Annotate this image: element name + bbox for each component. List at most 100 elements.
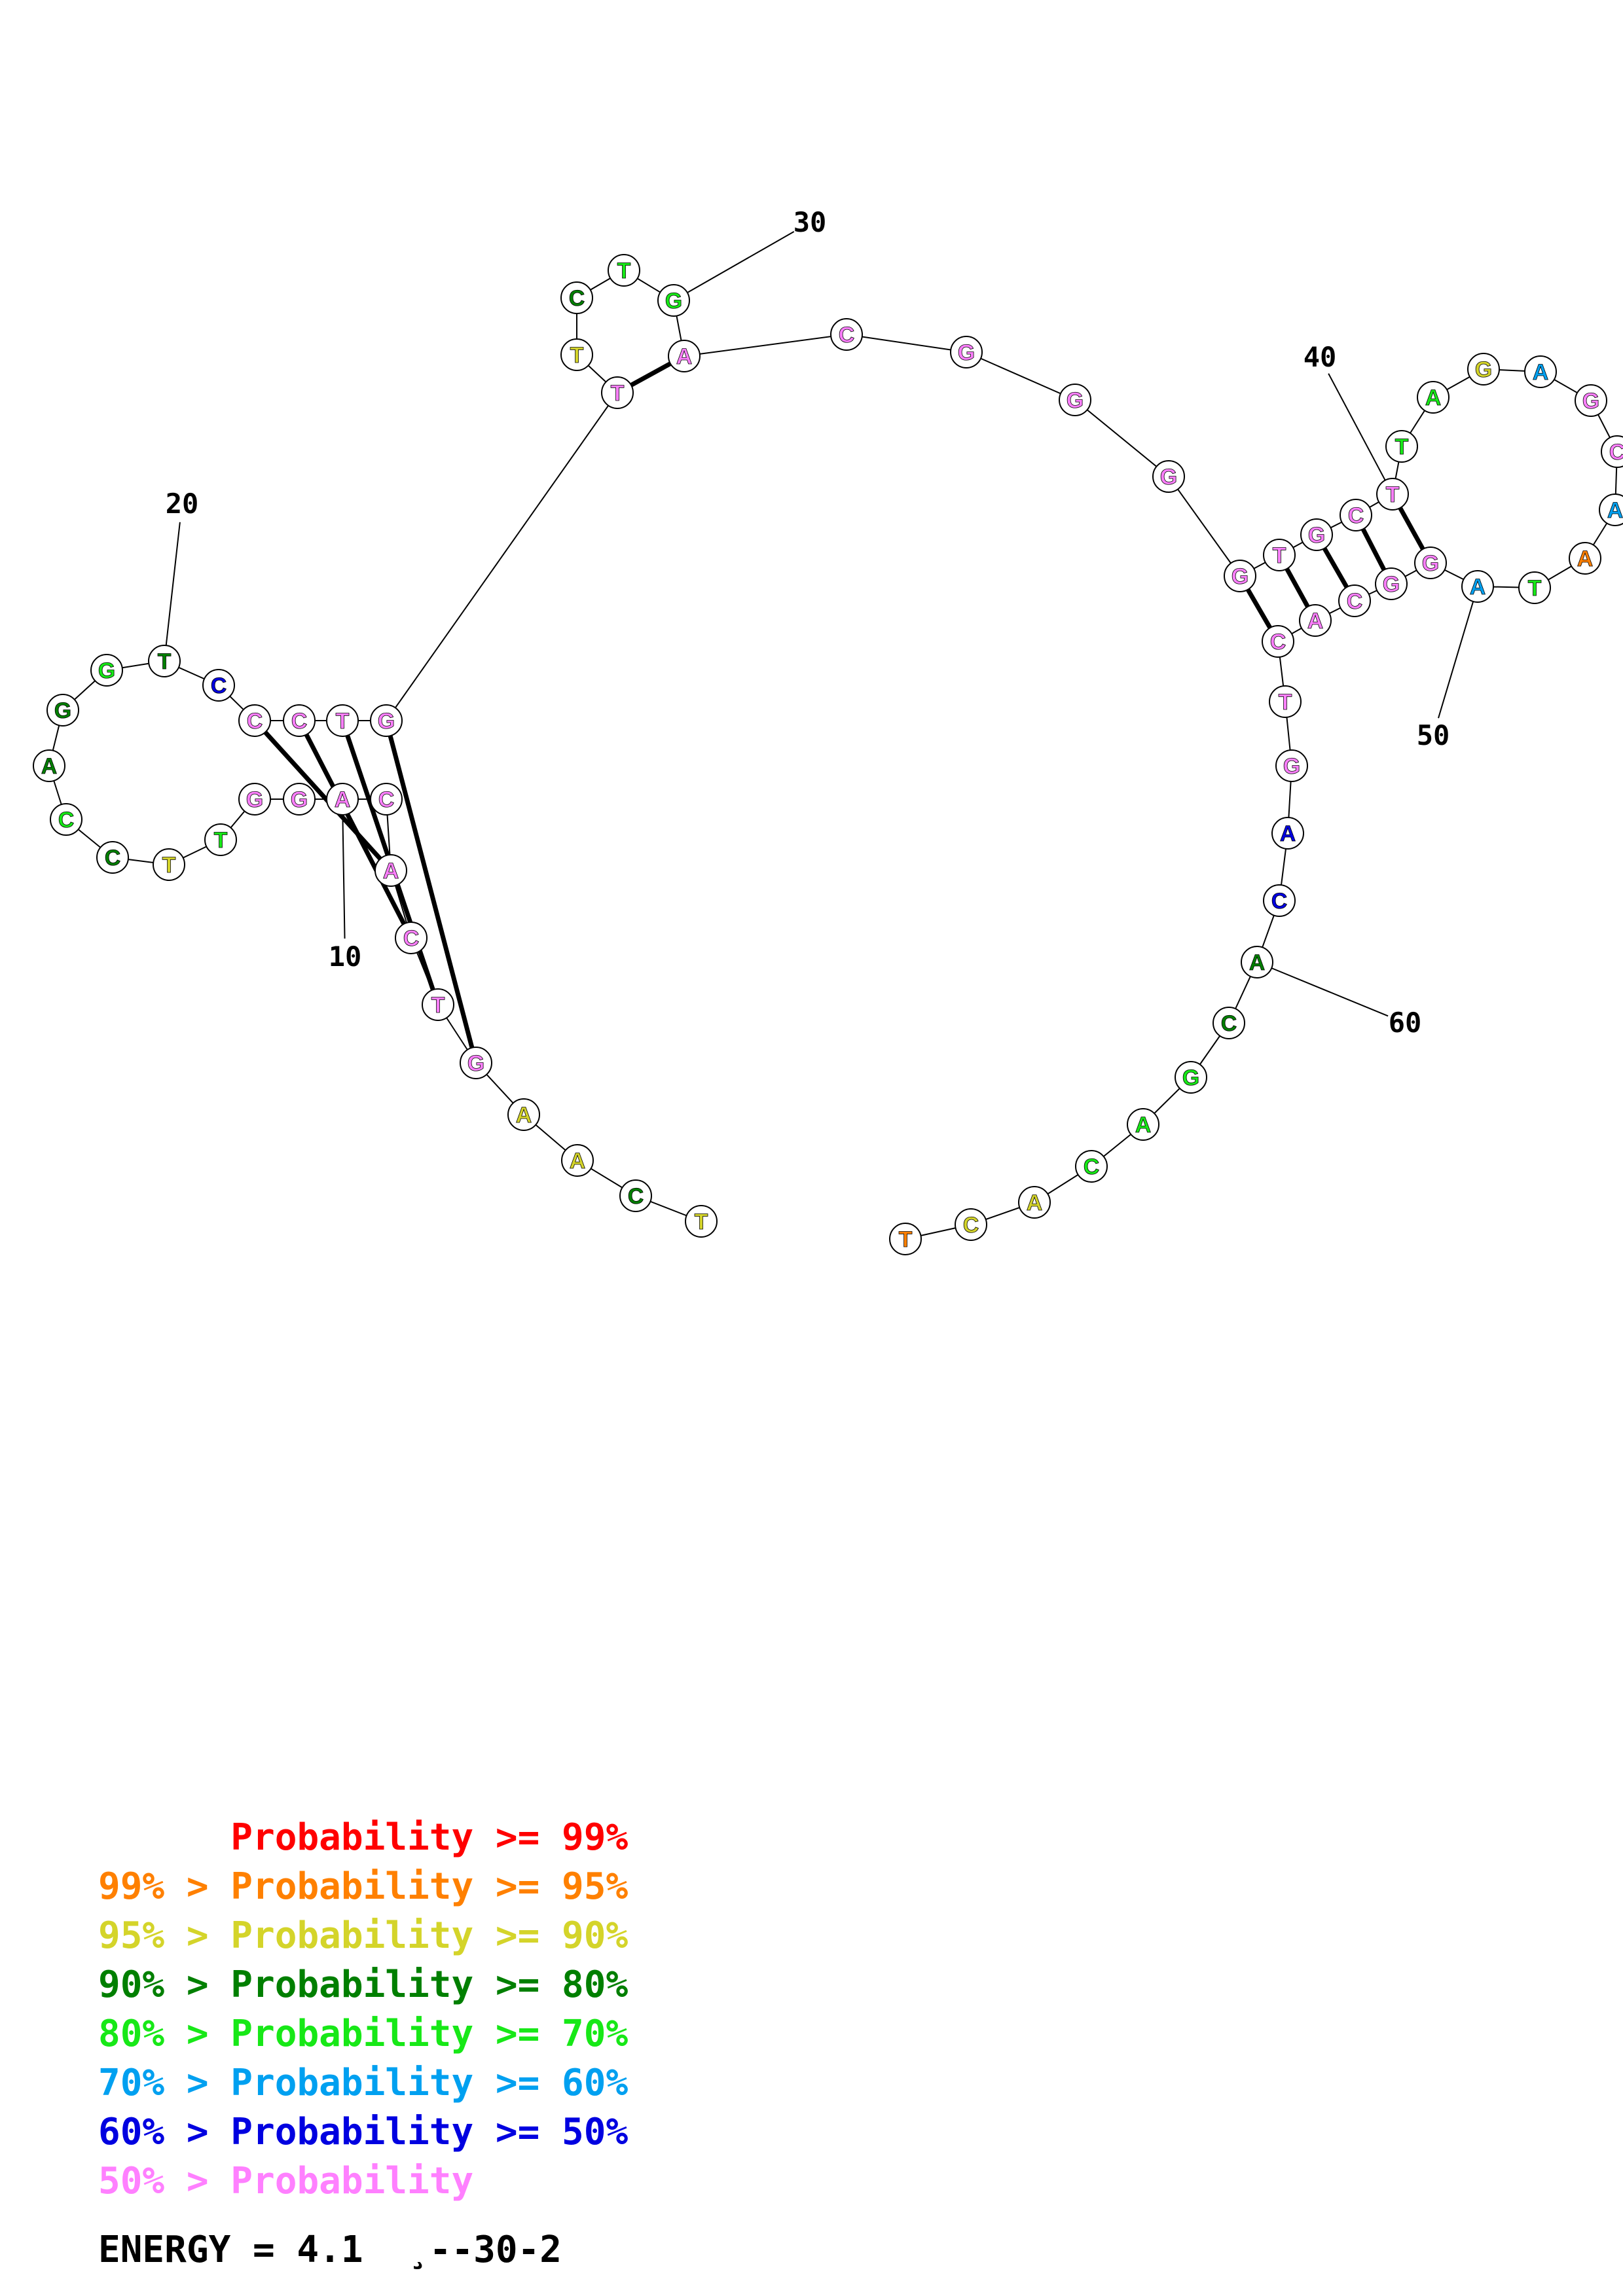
nucleotide-letter: G xyxy=(54,698,71,723)
nucleotide: T xyxy=(1385,430,1418,463)
nucleotide: T xyxy=(685,1205,718,1238)
nucleotide: C xyxy=(1262,625,1294,658)
nucleotide-letter: C xyxy=(1347,589,1363,614)
nucleotide-letter: G xyxy=(98,658,115,683)
nucleotide: T xyxy=(148,645,181,677)
nucleotide-circle xyxy=(1569,542,1601,575)
nucleotide-circle xyxy=(1340,499,1372,531)
nucleotide: T xyxy=(1376,478,1409,511)
nucleotide-circle xyxy=(96,841,129,874)
nucleotide: T xyxy=(560,338,593,371)
nucleotide-circle xyxy=(1524,355,1557,388)
nucleotide: A xyxy=(1241,946,1273,978)
legend-row: 95% > Probability >= 90% xyxy=(98,1911,628,1960)
nucleotide: A xyxy=(668,340,701,372)
nucleotide: A xyxy=(1524,355,1557,388)
nucleotide-letter: G xyxy=(467,1051,484,1076)
nucleotide-letter: A xyxy=(335,787,351,812)
position-leader-line xyxy=(687,231,795,293)
legend-label: Probability xyxy=(230,1964,474,2006)
nucleotide-letter: A xyxy=(1280,821,1296,846)
legend-row: 80% > Probability >= 70% xyxy=(98,2009,628,2058)
legend-label: Probability xyxy=(230,2160,474,2202)
nucleotide-circle xyxy=(283,704,316,737)
nucleotide-letter: C xyxy=(1221,1011,1237,1036)
legend-row: Probability >= 99% xyxy=(98,1813,628,1862)
nucleotide: A xyxy=(1461,570,1494,603)
legend-prefix: 99% > xyxy=(98,1865,231,1908)
nucleotide-circle xyxy=(326,704,359,737)
nucleotide: T xyxy=(326,704,359,737)
legend-suffix: >= 60% xyxy=(473,2062,629,2104)
nucleotide-circle xyxy=(560,338,593,371)
nucleotide: C xyxy=(1075,1150,1108,1183)
nucleotide: C xyxy=(830,318,863,351)
nucleotide-circle xyxy=(1018,1186,1051,1219)
nucleotide: G xyxy=(950,336,983,368)
nucleotide-letter: T xyxy=(695,1210,708,1234)
nucleotide: G xyxy=(657,284,690,317)
nucleotide: C xyxy=(1338,584,1371,617)
base-pair-bond xyxy=(630,361,672,387)
nucleotide-letter: A xyxy=(1577,547,1594,571)
position-leader-line xyxy=(342,814,346,939)
nucleotide-letter: C xyxy=(1348,503,1364,528)
nucleotide-circle xyxy=(238,783,271,816)
nucleotide-letter: A xyxy=(1533,360,1549,385)
base-pair-bond xyxy=(1360,528,1387,571)
nucleotide-circle xyxy=(1127,1108,1159,1141)
position-label: 40 xyxy=(1304,341,1337,373)
nucleotide: G xyxy=(370,704,403,737)
nucleotide-letter: A xyxy=(676,344,693,369)
nucleotide: C xyxy=(1263,884,1296,917)
legend-suffix: >= 95% xyxy=(473,1865,629,1908)
legend-label: Probability xyxy=(230,1816,474,1859)
position-leader-line xyxy=(1438,601,1474,719)
legend-suffix: >= 70% xyxy=(473,2013,629,2055)
nucleotide: T xyxy=(1269,685,1302,718)
nucleotide-letter: C xyxy=(963,1213,979,1238)
nucleotide: G xyxy=(238,783,271,816)
legend-prefix: 90% > xyxy=(98,1964,231,2006)
legend-row: 50% > Probability xyxy=(98,2157,628,2206)
legend-suffix: >= 50% xyxy=(473,2111,629,2153)
nucleotide-letter: T xyxy=(1386,482,1400,507)
nucleotide-circle xyxy=(422,988,454,1021)
nucleotide: T xyxy=(608,254,640,287)
backbone-link xyxy=(1074,399,1169,477)
nucleotide: C xyxy=(370,783,403,816)
nucleotide: G xyxy=(1152,460,1185,493)
legend-label: Probability xyxy=(230,2013,474,2055)
nucleotide-letter: A xyxy=(1135,1113,1152,1138)
nucleotide-circle xyxy=(148,645,181,677)
nucleotide-circle xyxy=(685,1205,718,1238)
nucleotide: C xyxy=(202,669,235,702)
nucleotide: C xyxy=(955,1208,987,1241)
nucleotide-circle xyxy=(1263,539,1296,571)
nucleotide-letter: A xyxy=(383,859,399,884)
legend-row: 90% > Probability >= 80% xyxy=(98,1960,628,2009)
base-pair-bond xyxy=(1285,567,1310,608)
nucleotide-circle xyxy=(619,1179,652,1212)
nucleotide: G xyxy=(1059,384,1091,416)
nucleotide-circle xyxy=(1299,604,1332,637)
nucleotide-circle xyxy=(33,749,65,782)
nucleotide-circle xyxy=(1152,460,1185,493)
legend-prefix: 60% > xyxy=(98,2111,231,2153)
nucleotide: A xyxy=(1417,381,1450,414)
legend-label: Probability xyxy=(230,1914,474,1957)
nucleotide-letter: G xyxy=(1067,388,1084,413)
nucleotide: G xyxy=(1467,353,1500,386)
nucleotide: A xyxy=(374,854,407,887)
legend-row: 60% > Probability >= 50% xyxy=(98,2108,628,2157)
nucleotide: T xyxy=(889,1223,922,1255)
nucleotide-circle xyxy=(202,669,235,702)
nucleotide: G xyxy=(1175,1061,1207,1094)
energy-readout: ENERGY = 4.1 ¸--30-2 xyxy=(98,2229,562,2271)
nucleotide: C xyxy=(96,841,129,874)
nucleotide: C xyxy=(619,1179,652,1212)
nucleotide-circle xyxy=(1385,430,1418,463)
nucleotide: G xyxy=(1414,547,1447,579)
position-label: 30 xyxy=(793,206,827,238)
